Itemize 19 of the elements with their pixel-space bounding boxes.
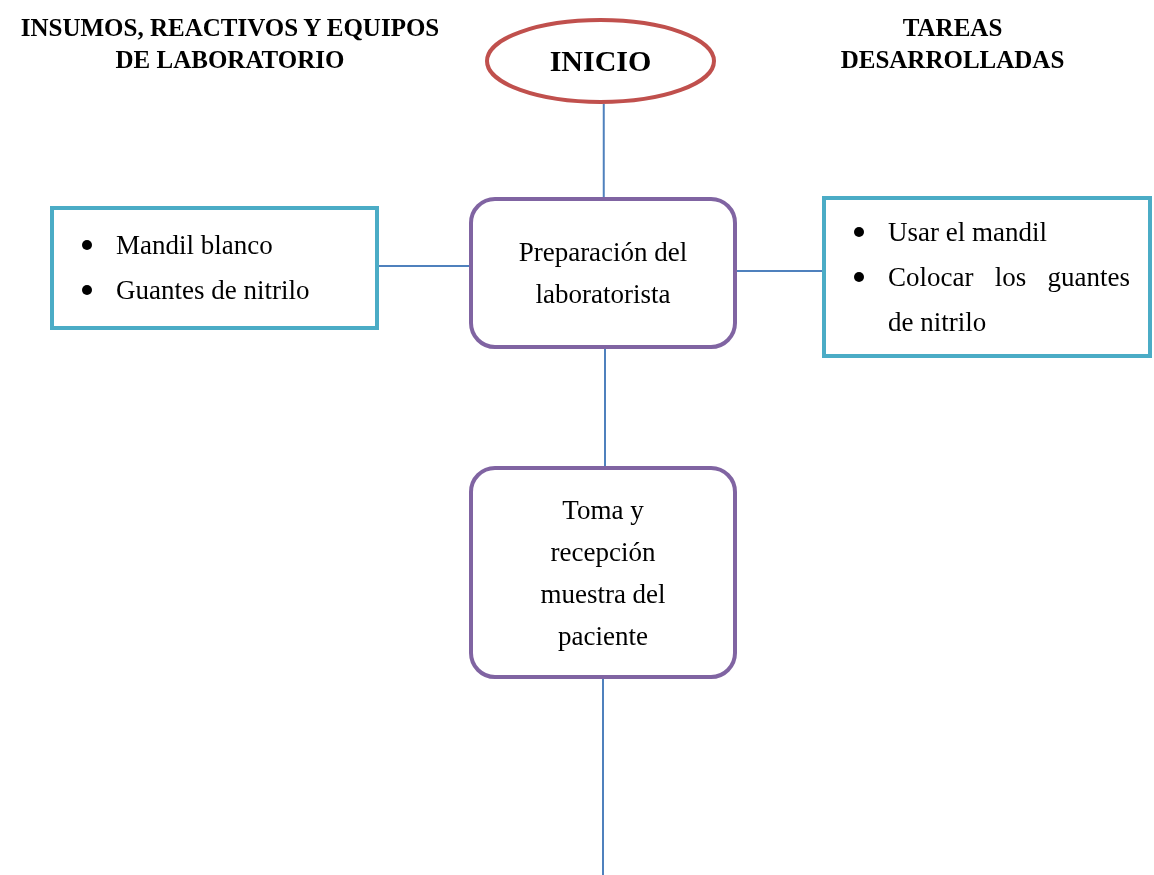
process-box: [469, 466, 737, 679]
connector-line: [736, 270, 823, 272]
connector-line: [602, 678, 604, 875]
column-heading: TAREAS DESARROLLADAS: [839, 13, 1066, 75]
list-item: Mandil blanco: [78, 223, 357, 268]
start-label: INICIO: [549, 43, 652, 79]
connector-line: [602, 103, 605, 198]
column-heading: INSUMOS, REACTIVOS Y EQUIPOS DE LABORATORIO: [20, 13, 440, 75]
connector-line: [378, 265, 470, 267]
connector-line: [604, 348, 606, 467]
process-box: [469, 197, 737, 349]
list-item: Guantes de nitrilo: [78, 268, 357, 313]
list-box: [822, 196, 1152, 358]
list-item: Usar el mandil: [850, 209, 1130, 255]
node-label: Toma y recepción muestra del paciente: [539, 493, 667, 653]
start-ellipse: [485, 18, 716, 104]
list-box: [50, 206, 379, 330]
node-label: Preparación del laboratorista: [517, 236, 689, 311]
list-item: Colocar los guantes de nitrilo: [850, 254, 1130, 345]
